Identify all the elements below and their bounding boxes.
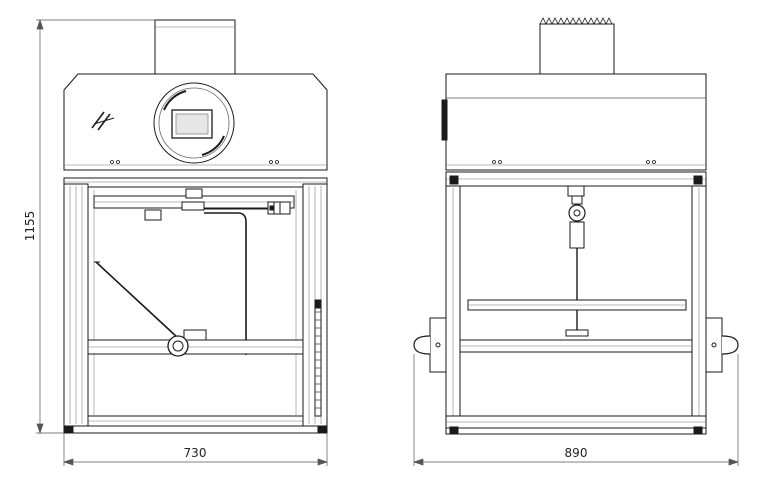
side-width-dimension-label: 890 [565,446,588,460]
side-chimney [539,23,615,75]
side-print-head [567,185,586,330]
filament-tube [204,212,247,355]
height-scale [314,299,322,417]
diagonal-rod [95,261,179,339]
front-chimney [154,19,236,75]
side-view [413,17,739,435]
side-chimney-vent [539,17,613,25]
front-base [63,425,328,434]
front-top-rail [63,177,328,188]
front-width-dimension-label: 730 [184,446,207,460]
adjustment-knob [167,335,189,357]
brand-logo [91,111,115,131]
front-view [63,19,328,434]
left-handle [413,317,447,373]
height-dimension-label: 1155 [23,211,37,242]
right-handle [705,317,739,373]
dimension-lines [36,18,740,466]
side-hood [445,73,707,171]
